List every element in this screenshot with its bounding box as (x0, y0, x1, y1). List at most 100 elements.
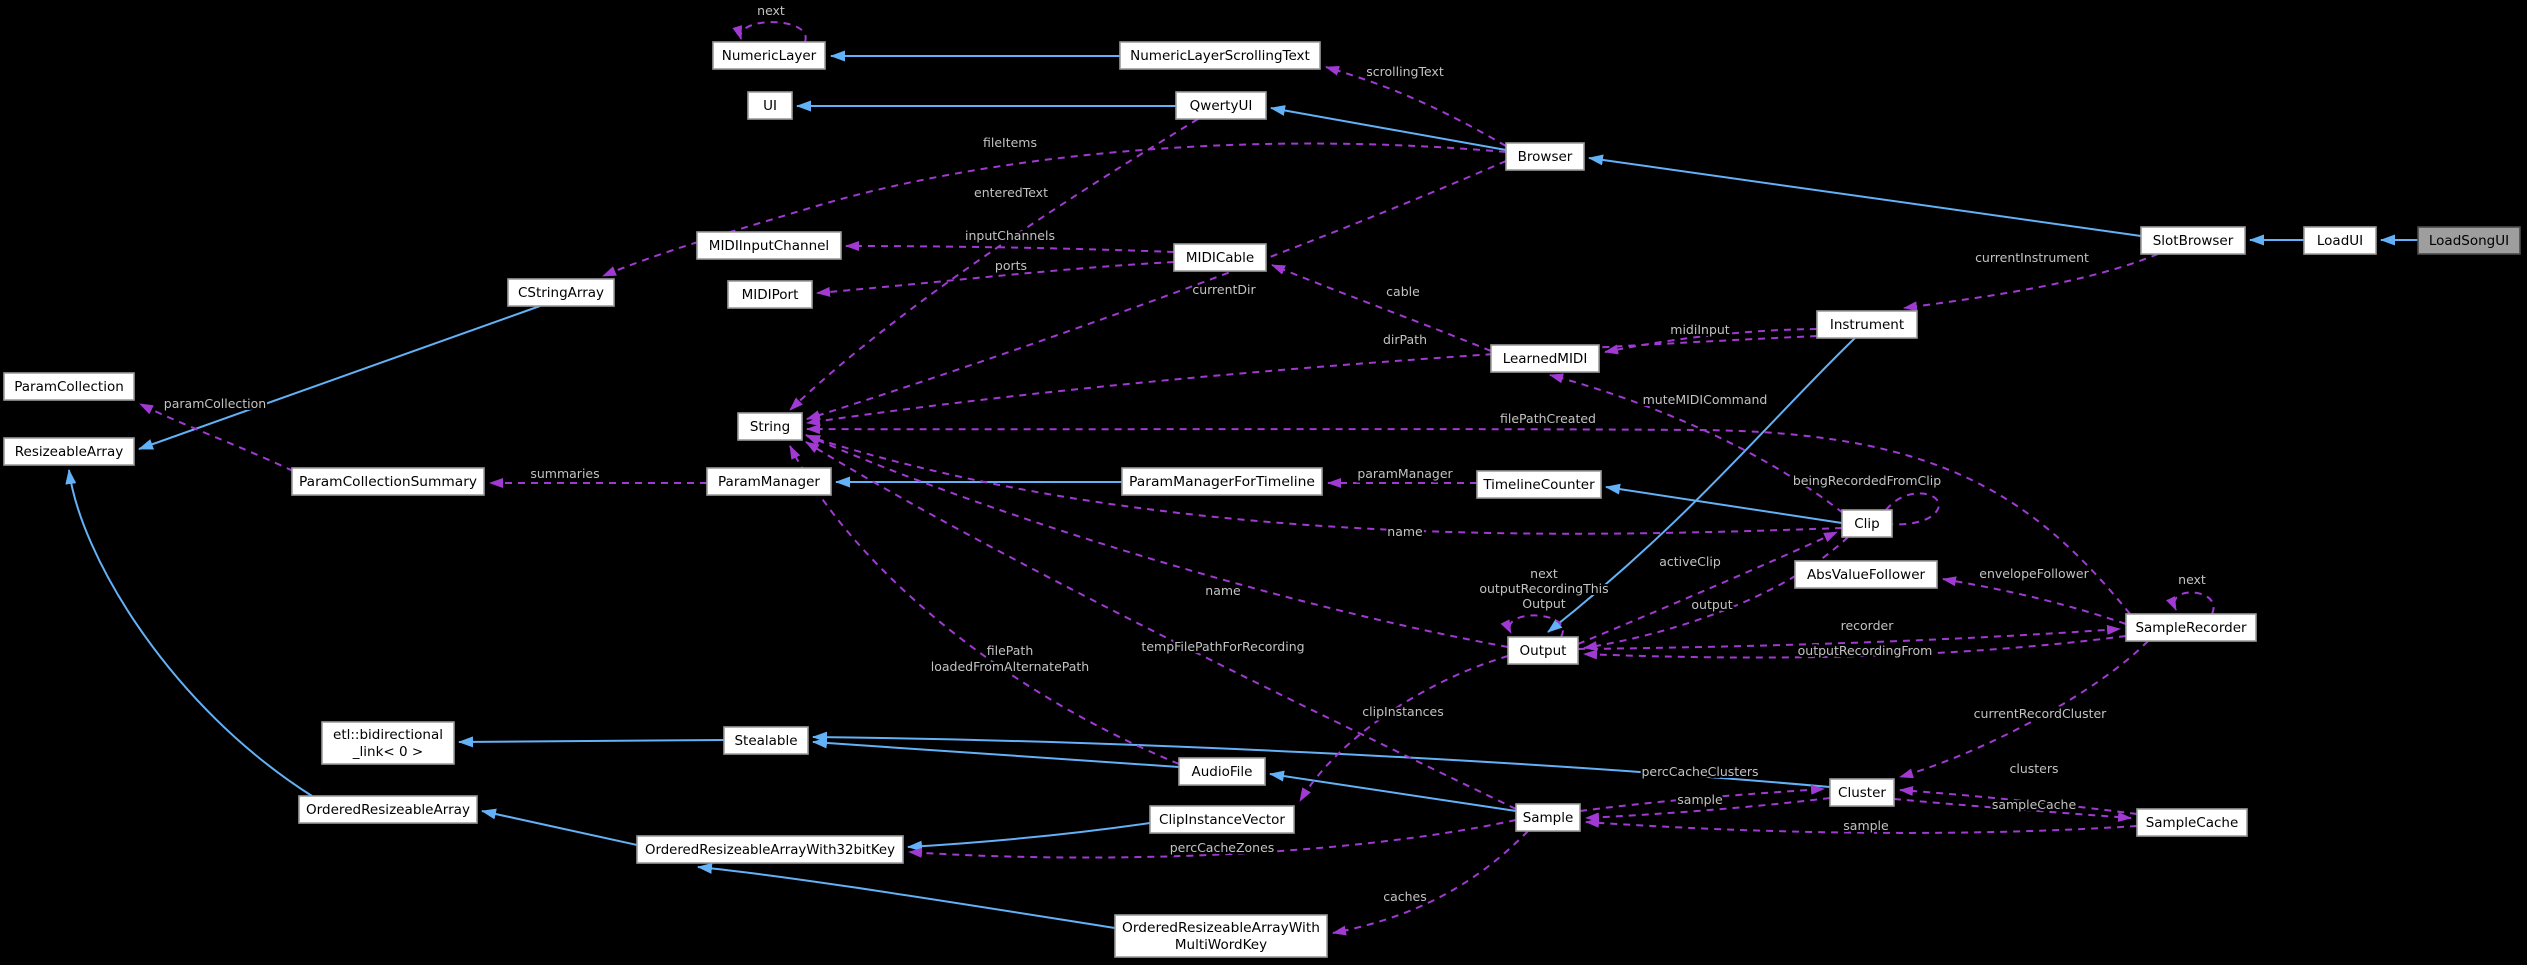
node-midicable[interactable]: MIDICable (1173, 243, 1267, 272)
node-output[interactable]: Output (1507, 636, 1579, 665)
edge-name-clip (806, 435, 1843, 535)
node-resizeablearray[interactable]: ResizeableArray (3, 437, 135, 466)
node-parammanager[interactable]: ParamManager (706, 467, 832, 496)
edge-label: name (1387, 524, 1423, 539)
edge-sample-from-samplecache (1585, 817, 2138, 834)
node-orderedresizeablearraywith32bitkey[interactable]: OrderedResizeableArrayWith32bitKey (636, 835, 904, 864)
node-midiinputchannel[interactable]: MIDIInputChannel (696, 231, 842, 260)
edge-clusters (1899, 785, 2138, 815)
node-label: MIDIInputChannel (709, 238, 829, 254)
node-label: MIDIPort (742, 287, 799, 303)
node-ui[interactable]: UI (747, 91, 793, 120)
edge-label: currentDir (1192, 282, 1256, 297)
node-box (1794, 560, 1938, 589)
edge-clip-to-timelinecounter (1605, 483, 1843, 524)
node-label: Instrument (1830, 317, 1904, 333)
node-label: OrderedResizeableArrayWith (1122, 920, 1320, 936)
node-box (737, 412, 803, 441)
node-box (1173, 243, 1267, 272)
edge-label: clusters (2009, 761, 2058, 776)
edge-label: summaries (530, 466, 599, 481)
edge-labels: next scrollingText fileItems enteredText… (162, 1, 2208, 906)
node-slotbrowser[interactable]: SlotBrowser (2140, 226, 2246, 255)
edge-label: next (2178, 572, 2206, 587)
edge-activeclip (1577, 531, 1838, 645)
node-samplecache[interactable]: SampleCache (2136, 808, 2248, 837)
edge-label: paramCollection (164, 396, 266, 411)
node-cstringarray[interactable]: CStringArray (507, 278, 615, 307)
node-loadsongui[interactable]: LoadSongUI (2417, 226, 2521, 255)
node-box (1175, 91, 1267, 120)
node-sample[interactable]: Sample (1515, 803, 1581, 832)
node-label: UI (763, 98, 777, 114)
node-timelinecounter[interactable]: TimelineCounter (1476, 470, 1602, 499)
node-label: Clip (1854, 516, 1880, 532)
node-cluster[interactable]: Cluster (1829, 778, 1895, 807)
node-label: ParamManagerForTimeline (1129, 474, 1315, 490)
node-numericlayer[interactable]: NumericLayer (712, 41, 826, 70)
node-learnedmidi[interactable]: LearnedMIDI (1490, 344, 1600, 373)
node-label: AudioFile (1192, 764, 1253, 780)
node-box (1476, 470, 1602, 499)
edge-cluster-to-stealable (812, 731, 1831, 788)
edge-fileitems (602, 142, 1507, 277)
node-label: String (750, 419, 790, 435)
node-label: MultiWordKey (1175, 937, 1267, 953)
node-label: SampleCache (2146, 815, 2239, 831)
node-label: ParamCollection (14, 379, 124, 395)
edge-label: inputChannels (965, 228, 1055, 243)
node-label: Browser (1518, 149, 1573, 165)
node-clip[interactable]: Clip (1841, 509, 1893, 538)
node-string[interactable]: String (737, 412, 803, 441)
edge-output (1583, 536, 1849, 651)
node-label: MIDICable (1186, 250, 1254, 266)
node-absvaluefollower[interactable]: AbsValueFollower (1794, 560, 1938, 589)
node-audiofile[interactable]: AudioFile (1178, 757, 1266, 786)
edge-paramcollection (139, 403, 294, 472)
node-label: etl::bidirectional (333, 727, 443, 743)
edge-browser-to-qwertyui (1270, 105, 1507, 151)
node-midiport[interactable]: MIDIPort (727, 280, 813, 309)
edge-label: filePathCreated (1500, 411, 1596, 426)
edge-label: paramManager (1357, 466, 1453, 481)
node-orderedresizeablearray[interactable]: OrderedResizeableArray (298, 795, 478, 824)
node-label: _link< 0 > (352, 744, 423, 760)
node-numericlayerscrollingtext[interactable]: NumericLayerScrollingText (1119, 41, 1321, 70)
node-etl-bidirectional-link[interactable]: etl::bidirectional _link< 0 > (321, 721, 455, 765)
node-stealable[interactable]: Stealable (723, 726, 809, 755)
node-orderedresizeablearraywithmultiwordkey[interactable]: OrderedResizeableArrayWith MultiWordKey (1114, 914, 1328, 958)
edge-label: beingRecordedFromClip (1793, 473, 1941, 488)
node-label: NumericLayerScrollingText (1130, 48, 1310, 64)
edge-dirpath (806, 335, 1818, 427)
edge-filepath-loadedfromalternatepath (789, 445, 1180, 765)
node-clipinstancevector[interactable]: ClipInstanceVector (1149, 805, 1295, 834)
edge-label: Output (1522, 596, 1566, 611)
node-box (696, 231, 842, 260)
node-loadui[interactable]: LoadUI (2303, 226, 2377, 255)
node-instrument[interactable]: Instrument (1816, 310, 1918, 339)
node-paramcollection[interactable]: ParamCollection (3, 372, 135, 401)
edge-label: envelopeFollower (1979, 566, 2089, 581)
node-label: Sample (1523, 810, 1574, 826)
node-label: SlotBrowser (2153, 233, 2234, 249)
node-browser[interactable]: Browser (1505, 142, 1585, 171)
node-label: AbsValueFollower (1807, 567, 1926, 583)
node-box (1178, 757, 1266, 786)
node-box (723, 726, 809, 755)
node-samplerecorder[interactable]: SampleRecorder (2125, 613, 2257, 642)
edge-stealable-to-etl (458, 736, 725, 748)
node-label: LoadSongUI (2429, 233, 2509, 249)
node-parammanagerfortimeline[interactable]: ParamManagerForTimeline (1121, 467, 1323, 496)
node-qwertyui[interactable]: QwertyUI (1175, 91, 1267, 120)
edge-name-output (805, 434, 1509, 648)
edge-label: outputRecordingThis (1479, 581, 1608, 596)
edge-label: currentInstrument (1975, 250, 2089, 265)
node-label: LoadUI (2317, 233, 2363, 249)
edge-envelopefollower (1942, 576, 2127, 625)
node-label: SampleRecorder (2135, 620, 2247, 636)
node-label: ParamManager (718, 474, 820, 490)
nodes: NumericLayer NumericLayerScrollingText U… (3, 41, 2521, 958)
node-label: ResizeableArray (15, 444, 124, 460)
node-paramcollectionsummary[interactable]: ParamCollectionSummary (291, 467, 485, 496)
